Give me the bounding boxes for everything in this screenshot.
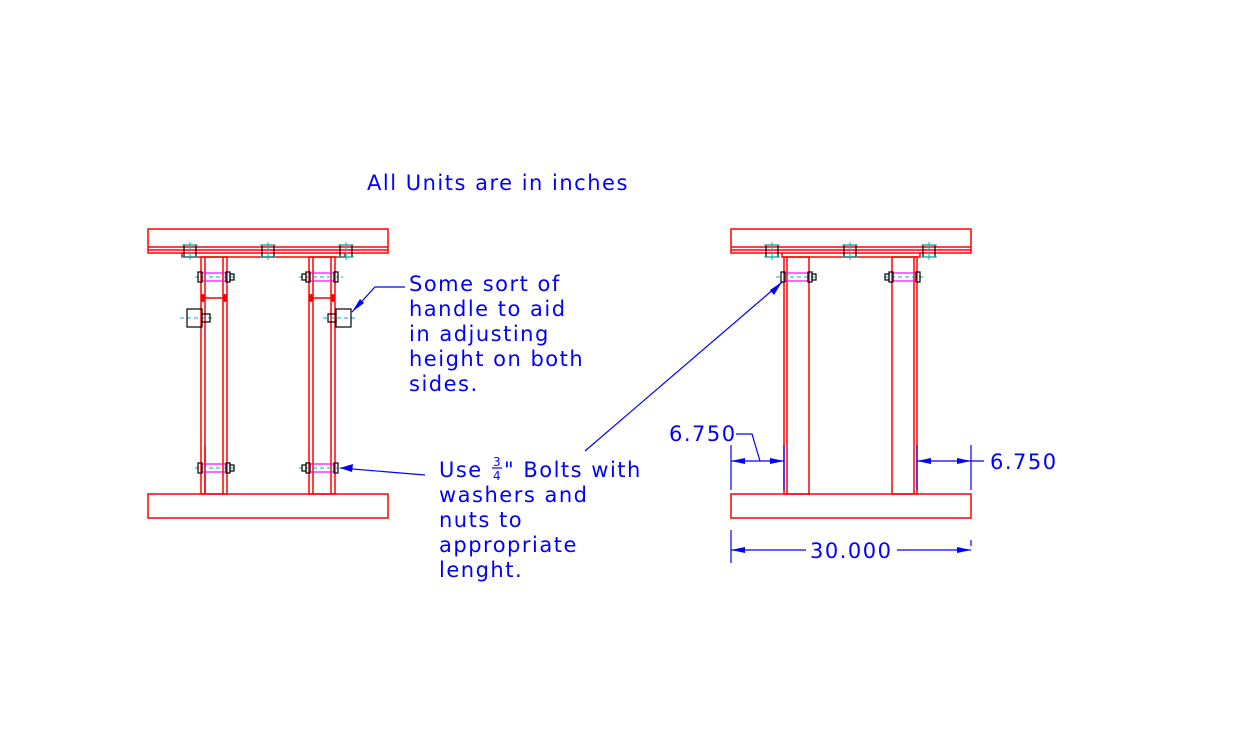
- bolt-note-line: lenght.: [439, 558, 523, 582]
- left-base-plate: [147, 493, 389, 519]
- right-base-plate: [730, 493, 972, 519]
- right-handle: [323, 308, 358, 328]
- bolt-note: Use 3 4 " Bolts with washers and nuts to…: [339, 455, 642, 582]
- left-column-b: [299, 256, 343, 495]
- pin: [884, 271, 925, 283]
- handle-note-line: sides.: [409, 372, 479, 396]
- pin: [195, 271, 237, 283]
- right-column-b: [884, 256, 925, 495]
- bolt-fraction-denominator: 4: [493, 469, 501, 483]
- bolt-note-leader: [584, 281, 783, 452]
- pin: [195, 462, 237, 474]
- dimension-right-offset: 6.750: [916, 445, 1058, 490]
- left-top-bolts: [182, 242, 354, 260]
- right-view: [730, 228, 972, 519]
- dimension-overall-width: 30.000: [730, 530, 972, 563]
- handle-note-line: height on both: [409, 347, 584, 371]
- units-note: All Units are in inches: [367, 171, 629, 195]
- left-handle: [180, 308, 214, 328]
- bolt-note-suffix: " Bolts with: [504, 458, 642, 482]
- pin: [776, 271, 818, 283]
- bolt-note-line: washers and: [439, 483, 588, 507]
- bolt-note-prefix: Use: [439, 458, 483, 482]
- handle-note: Some sort of handle to aid in adjusting …: [351, 272, 584, 396]
- right-column-a: [776, 256, 818, 495]
- dimension-right-label: 6.750: [990, 450, 1058, 474]
- right-top-plate: [730, 228, 972, 254]
- left-column-a: [195, 256, 237, 495]
- left-view: [147, 228, 389, 519]
- bolt-note-line: appropriate: [439, 533, 578, 557]
- pin: [299, 462, 343, 474]
- handle-note-line: in adjusting: [409, 322, 550, 346]
- dimension-left-label: 6.750: [669, 422, 737, 446]
- dimension-overall-label: 30.000: [810, 539, 892, 563]
- bolt-note-line: nuts to: [439, 508, 523, 532]
- bolt-fraction-numerator: 3: [493, 455, 501, 469]
- pin: [299, 271, 343, 283]
- right-top-bolts: [764, 242, 937, 260]
- dimension-left-offset: 6.750: [669, 422, 785, 490]
- handle-note-line: handle to aid: [409, 297, 567, 321]
- handle-note-line: Some sort of: [409, 272, 561, 296]
